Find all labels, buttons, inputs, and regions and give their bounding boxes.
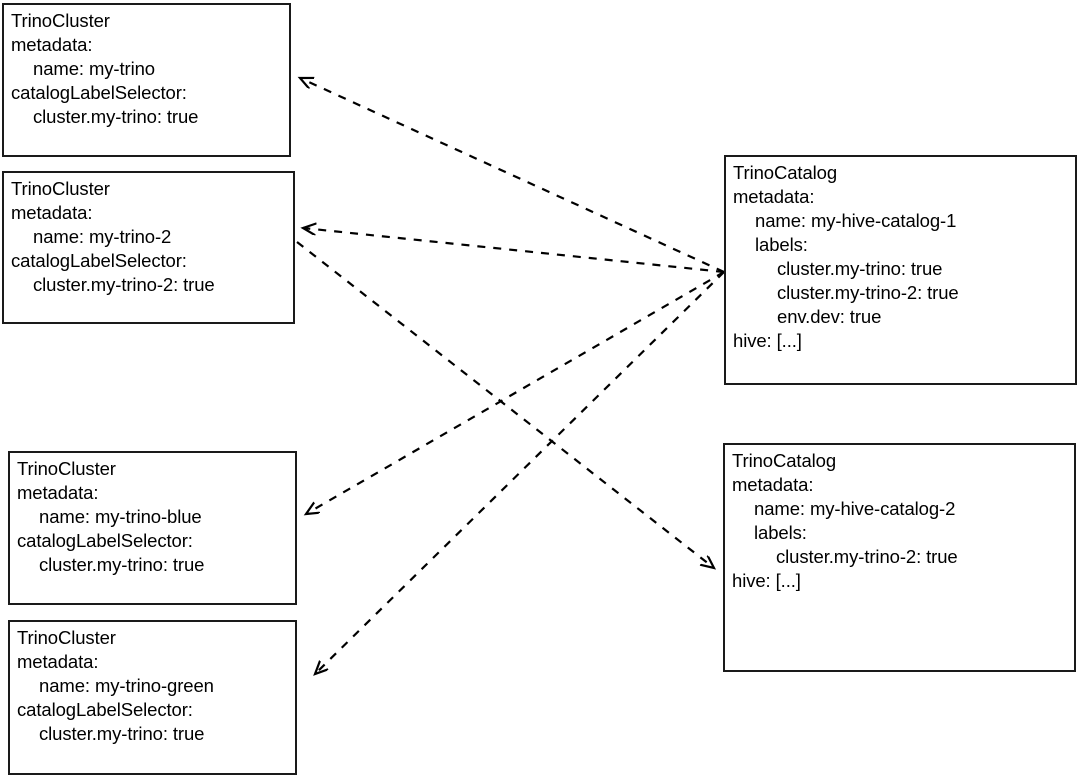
node-line: metadata:	[11, 34, 93, 55]
node-line: name: my-trino-2	[33, 226, 172, 247]
node-line: cluster.my-trino: true	[777, 258, 943, 279]
node-line: env.dev: true	[777, 306, 882, 327]
edge-my-trino-2-to-catalog2	[296, 241, 714, 568]
node-line: hive: [...]	[733, 330, 802, 351]
node-line: TrinoCluster	[17, 458, 116, 479]
node-line: metadata:	[733, 186, 815, 207]
edge-catalog1-to-my-trino-green	[315, 271, 725, 674]
node-line: catalogLabelSelector:	[17, 530, 193, 551]
node-line: cluster.my-trino-2: true	[777, 282, 959, 303]
node-line: metadata:	[17, 482, 99, 503]
node-line: name: my-trino-green	[39, 675, 214, 696]
edge-catalog1-to-my-trino-blue	[306, 271, 725, 514]
node-line: name: my-trino-blue	[39, 506, 202, 527]
node-line: cluster.my-trino: true	[39, 554, 205, 575]
node-line: labels:	[754, 522, 807, 543]
node-line: catalogLabelSelector:	[11, 82, 187, 103]
node-cluster-my-trino-blue[interactable]: TrinoCluster metadata: name: my-trino-bl…	[8, 451, 297, 605]
node-line: name: my-hive-catalog-2	[754, 498, 956, 519]
node-line: metadata:	[11, 202, 93, 223]
node-line: metadata:	[17, 651, 99, 672]
node-catalog-1[interactable]: TrinoCatalog metadata: name: my-hive-cat…	[724, 155, 1077, 385]
node-line: catalogLabelSelector:	[11, 250, 187, 271]
node-line: labels:	[755, 234, 808, 255]
node-line: TrinoCluster	[17, 627, 116, 648]
node-catalog-2[interactable]: TrinoCatalog metadata: name: my-hive-cat…	[723, 443, 1076, 672]
node-line: cluster.my-trino: true	[39, 723, 205, 744]
node-line: hive: [...]	[732, 570, 801, 591]
node-line: cluster.my-trino: true	[33, 106, 199, 127]
node-line: cluster.my-trino-2: true	[33, 274, 215, 295]
node-line: TrinoCluster	[11, 178, 110, 199]
node-line: metadata:	[732, 474, 814, 495]
node-line: name: my-trino	[33, 58, 155, 79]
edge-catalog1-to-my-trino-2	[303, 228, 725, 274]
node-cluster-my-trino[interactable]: TrinoCluster metadata: name: my-trino ca…	[2, 3, 291, 157]
node-cluster-my-trino-green[interactable]: TrinoCluster metadata: name: my-trino-gr…	[8, 620, 297, 775]
node-line: TrinoCluster	[11, 10, 110, 31]
edge-catalog1-to-my-trino	[300, 78, 725, 274]
node-cluster-my-trino-2[interactable]: TrinoCluster metadata: name: my-trino-2 …	[2, 171, 295, 324]
node-line: TrinoCatalog	[733, 162, 838, 183]
node-line: TrinoCatalog	[732, 450, 837, 471]
node-line: catalogLabelSelector:	[17, 699, 193, 720]
node-line: cluster.my-trino-2: true	[776, 546, 958, 567]
node-line: name: my-hive-catalog-1	[755, 210, 957, 231]
